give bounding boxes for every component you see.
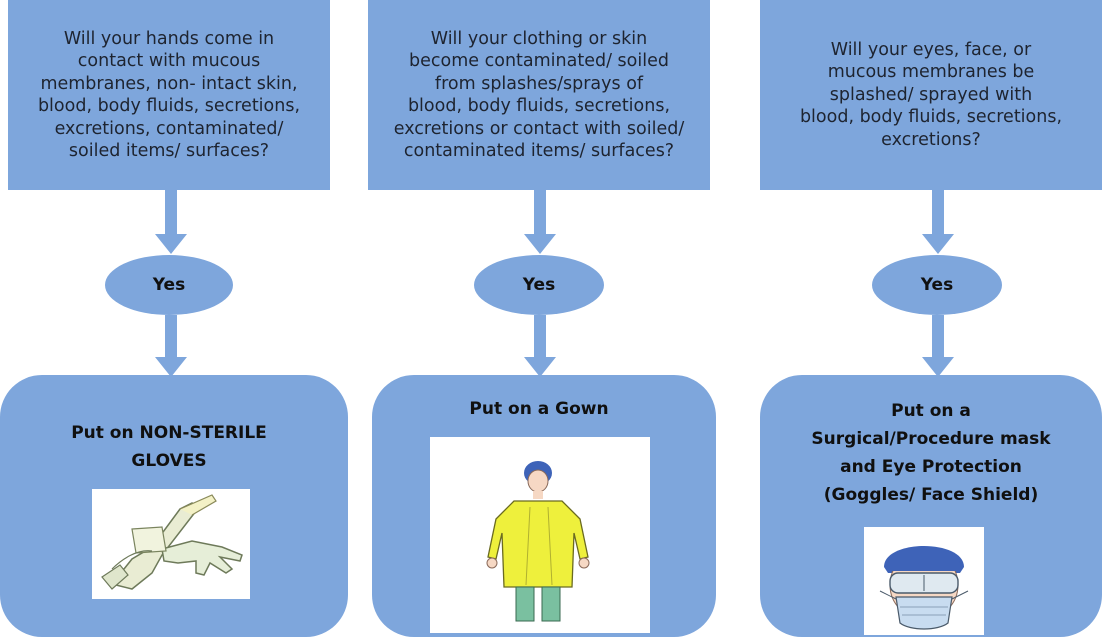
yes-label-hands: Yes [152,275,186,295]
action-title-gown: Put on a Gown [469,399,609,419]
action-box-mask: Put on a Surgical/Procedure mask and Eye… [760,375,1102,637]
arrow-down-icon [922,190,954,254]
question-text-eyes: Will your eyes, face, or mucous membrane… [799,39,1063,150]
question-box-eyes: Will your eyes, face, or mucous membrane… [760,0,1102,190]
action-title-mask: Put on a Surgical/Procedure mask and Eye… [811,401,1051,505]
question-box-clothing: Will your clothing or skin become contam… [368,0,710,190]
question-box-hands: Will your hands come in contact with muc… [8,0,330,190]
gown-icon [430,437,650,633]
yes-ellipse-clothing: Yes [474,255,604,315]
action-box-gown: Put on a Gown [372,375,716,637]
action-box-gloves: Put on NON-STERILE GLOVES [0,375,348,637]
yes-label-clothing: Yes [522,275,556,295]
yes-label-eyes: Yes [920,275,954,295]
gloves-icon [92,489,250,599]
yes-ellipse-hands: Yes [105,255,233,315]
arrow-down-icon [155,315,187,377]
mask-goggles-icon [864,527,984,635]
yes-ellipse-eyes: Yes [872,255,1002,315]
arrow-down-icon [155,190,187,254]
arrow-down-icon [524,315,556,377]
question-text-hands: Will your hands come in contact with muc… [37,28,301,162]
arrow-down-icon [524,190,556,254]
action-title-gloves: Put on NON-STERILE GLOVES [71,423,267,471]
arrow-down-icon [922,315,954,377]
question-text-clothing: Will your clothing or skin become contam… [393,28,685,162]
